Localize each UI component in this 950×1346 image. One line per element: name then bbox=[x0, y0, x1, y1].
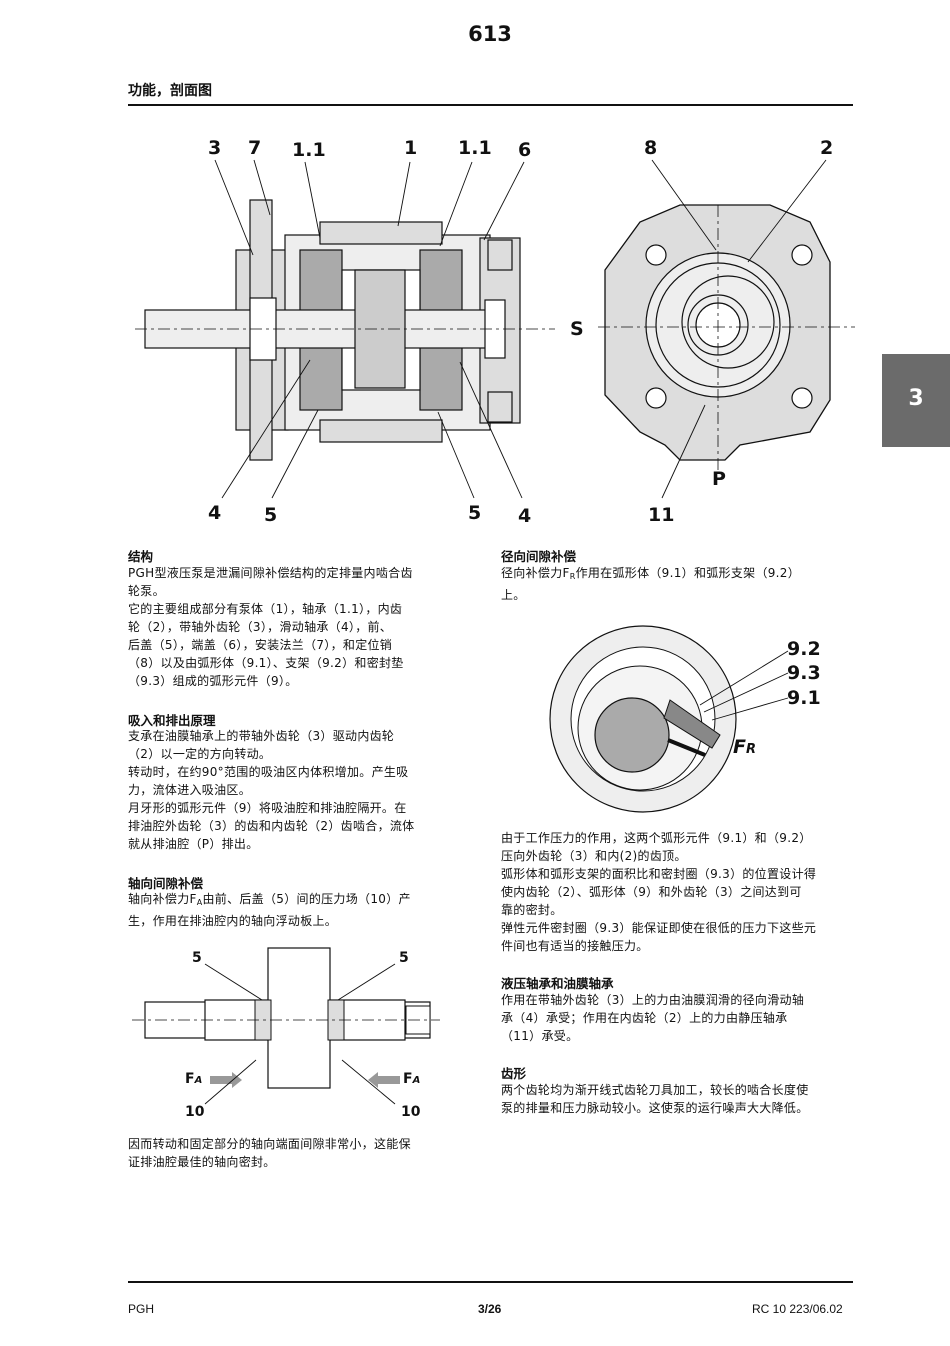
chapter-tab-label: 3 bbox=[908, 386, 924, 411]
heading-bearing: 液压轴承和油膜轴承 bbox=[501, 976, 614, 991]
callout-p: P bbox=[712, 468, 726, 490]
suction-text: 支承在油膜轴承上的带轴外齿轮（3）驱动内齿轮 （2）以一定的方向转动。 转动时，… bbox=[128, 729, 415, 851]
footer-rule bbox=[128, 1281, 853, 1283]
axial-text: 轴向补偿力FA由前、后盖（5）间的压力场（10）产 生，作用在排油腔内的轴向浮动… bbox=[128, 892, 411, 928]
callout-9-3: 9.3 bbox=[787, 662, 821, 684]
callout-3: 3 bbox=[208, 137, 222, 159]
callout-6: 6 bbox=[518, 139, 532, 161]
callout-1-1-right: 1.1 bbox=[458, 137, 492, 159]
force-fa-left: FA bbox=[185, 1071, 203, 1087]
heading-gear: 齿形 bbox=[501, 1066, 527, 1081]
callout-4-right: 4 bbox=[518, 505, 532, 527]
callout-10-left: 10 bbox=[185, 1104, 205, 1120]
gear-text: 两个齿轮均为渐开线式齿轮刀具加工，较长的啮合长度使 泵的排量和压力脉动较小。这使… bbox=[501, 1083, 809, 1115]
chapter-tab[interactable]: 3 bbox=[882, 354, 950, 447]
force-fa-right: FA bbox=[403, 1071, 421, 1087]
footer-left: PGH bbox=[128, 1302, 155, 1316]
callout-7: 7 bbox=[248, 137, 262, 159]
heading-structure: 结构 bbox=[128, 549, 154, 564]
heading-suction: 吸入和排出原理 bbox=[128, 713, 216, 728]
callout-9-2: 9.2 bbox=[787, 638, 821, 660]
callout-9-1: 9.1 bbox=[787, 687, 821, 709]
page-number: 613 bbox=[468, 22, 512, 46]
callout-4-left: 4 bbox=[208, 502, 222, 524]
callout-10-right: 10 bbox=[401, 1104, 421, 1120]
pressure-text: 由于工作压力的作用，这两个弧形元件（9.1）和（9.2） 压向外齿轮（3）和内(… bbox=[501, 831, 817, 953]
heading-axial: 轴向间隙补偿 bbox=[128, 876, 204, 891]
callout-11: 11 bbox=[648, 504, 675, 526]
force-fr-label: FR bbox=[733, 736, 756, 758]
callout-1-1-left: 1.1 bbox=[292, 139, 326, 161]
callout-s: S bbox=[570, 318, 584, 340]
header-rule bbox=[128, 104, 853, 106]
bearing-text: 作用在带轴外齿轮（3）上的力由油膜润滑的径向滑动轴 承（4）承受；作用在内齿轮（… bbox=[501, 993, 805, 1043]
structure-text: PGH型液压泵是泄漏间隙补偿结构的定排量内啮合齿 轮泵。 它的主要组成部分有泵体… bbox=[128, 566, 413, 688]
section-title: 功能，剖面图 bbox=[128, 83, 212, 99]
callout-2: 2 bbox=[820, 137, 834, 159]
footer-page: 3/26 bbox=[478, 1302, 502, 1316]
callout-5-left: 5 bbox=[264, 504, 278, 526]
axial-followup-text: 因而转动和固定部分的轴向端面间隙非常小，这能保 证排油腔最佳的轴向密封。 bbox=[128, 1137, 411, 1169]
callout-5-axial-right: 5 bbox=[399, 950, 409, 966]
heading-radial: 径向间隙补偿 bbox=[501, 549, 577, 564]
callout-5-axial-left: 5 bbox=[192, 950, 202, 966]
callout-8: 8 bbox=[644, 137, 658, 159]
radial-text: 径向补偿力FR作用在弧形体（9.1）和弧形支架（9.2） 上。 bbox=[501, 566, 801, 602]
footer-doc-id: RC 10 223/06.02 bbox=[752, 1302, 843, 1316]
callout-1: 1 bbox=[404, 137, 418, 159]
callout-5-right: 5 bbox=[468, 502, 482, 524]
